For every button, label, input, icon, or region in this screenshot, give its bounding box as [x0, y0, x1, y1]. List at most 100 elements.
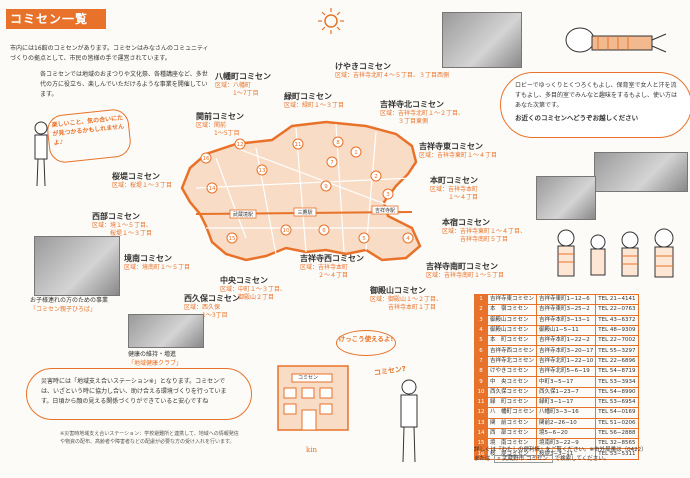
- map-number-16: 16: [203, 156, 210, 162]
- search-term: 武蔵野市 コミセン: [502, 456, 548, 462]
- center-label-seibu: 西部コミセン 区域：境１〜５丁目、 桜堤１〜３丁目: [92, 212, 153, 237]
- directory-addr: 御殿山1−5−11: [536, 324, 597, 337]
- directory-name: けやきコミセン: [486, 366, 538, 378]
- directory-addr: 関前2−26−10: [536, 417, 597, 429]
- directory-name: 緑 町コミセン: [486, 396, 538, 409]
- map-number-12: 12: [237, 142, 244, 148]
- disaster-note: ※災害時地域支え合いステーション：学校避難所と連携して、地域への情報発信や物資の…: [60, 431, 239, 445]
- directory-tel: TEL 56−2888: [595, 427, 639, 440]
- center-label-hachimancho: 八幡町コミセン 区域：八幡町 1〜7丁目: [215, 72, 271, 97]
- station-musashisakai: 武蔵境駅: [233, 211, 253, 218]
- map-number-2: 2: [374, 174, 378, 180]
- center-label-kichijoji-kita: 吉祥寺北コミセン 区域：吉祥寺北町１〜２丁目、 ３丁目東側: [380, 100, 465, 125]
- directory-tel: TEL 48−9309: [595, 324, 639, 337]
- directory-name: 八 幡町コミセン: [486, 407, 538, 419]
- person-illustration-left: [34, 121, 48, 187]
- right-callout-emphasis: お近くのコミセンへどうぞお越しください: [515, 114, 639, 122]
- directory-n: 3: [474, 314, 488, 326]
- directory-addr: 吉祥寺本町3−20−17: [536, 345, 597, 357]
- center-label-keyaki: けやきコミセン 区域：吉祥寺北町４〜５丁目、３丁目西側: [335, 62, 450, 79]
- directory-tel: TEL 22−7002: [595, 335, 639, 347]
- center-label-sekimae: 関前コミセン 区域：関前 1〜5丁目: [196, 112, 244, 137]
- directory-tel: TEL 22−6896: [595, 355, 639, 368]
- map-number-7: 7: [330, 160, 334, 166]
- directory-name: 御殿山コミセン: [486, 324, 538, 337]
- directory-n: 11: [474, 396, 488, 409]
- map-number-1: 1: [354, 150, 358, 156]
- intro-text: 市内には16館のコミセンがあります。コミセンはみなさんのコミュニティづくりの拠点…: [10, 44, 210, 100]
- directory-name: 中 央コミセン: [486, 376, 538, 388]
- caption-health: 健康の維持・増進: [128, 351, 177, 358]
- directory-addr: 中町3−5−17: [536, 376, 597, 388]
- directory-n: 1: [474, 293, 488, 306]
- directory-addr: 吉祥寺東町1−12−6: [536, 293, 597, 306]
- center-label-honcho: 本町コミセン 区域：吉祥寺本町 １〜４丁目: [430, 176, 479, 201]
- directory-addr: 境5−6−20: [536, 427, 597, 440]
- directory-addr: 吉祥寺本町1−22−2: [536, 335, 597, 347]
- search-box[interactable]: ⌕ 武蔵野市 コミセン: [494, 455, 553, 463]
- page-title: コミセン一覧: [6, 9, 106, 29]
- directory-n: 8: [474, 366, 488, 378]
- center-label-kichijoji-higashi: 吉祥寺東コミセン 区域：吉祥寺東町１〜４丁目: [419, 142, 498, 159]
- sun-icon: [318, 8, 344, 34]
- directory-addr: 緑町3−1−17: [536, 396, 597, 409]
- directory-tel: TEL 53−3934: [595, 376, 639, 388]
- directory-n: 9: [474, 376, 488, 388]
- directory-n: 12: [474, 407, 488, 419]
- left-speech-bubble: 楽しいこと、気の合いにたが見つかるかもしれませんよ♪: [45, 107, 133, 165]
- directory-tel: TEL 54−0169: [595, 407, 639, 419]
- search-icon: ⌕: [497, 456, 501, 462]
- photo-meeting: [536, 176, 596, 220]
- right-callout-text: ロビーでゆっくりとくつろくもよし、保育室で女人と汗を流すもよし、多目的室でみんな…: [515, 82, 678, 109]
- disaster-box: 災害時には「地域支え合いステーション※」となります。コミセンでは、いざという時に…: [26, 368, 252, 420]
- directory-name: 本 町コミセン: [486, 335, 538, 347]
- directory-n: 4: [474, 324, 488, 337]
- question-text: コミセン?: [373, 364, 407, 378]
- map-number-11: 11: [295, 142, 302, 148]
- station-kichijoji: 吉祥寺駅: [375, 207, 395, 214]
- photo-building: [442, 12, 522, 68]
- speech-bubble-useful: けっこう使えるよ!: [336, 330, 396, 356]
- directory-addr: 八幡町3−3−16: [536, 407, 597, 419]
- directory-n: 6: [474, 345, 488, 357]
- directory-name: 西久保コミセン: [486, 386, 538, 398]
- directory-n: 13: [474, 417, 488, 429]
- directory-tel: TEL 22−0763: [595, 304, 639, 316]
- caption-parent: お子様連れの方のための事業: [30, 297, 109, 304]
- directory-tel: TEL 53−5311: [595, 448, 639, 460]
- map-number-5: 5: [362, 236, 366, 242]
- intro-paragraph-2: 各コミセンでは地域のおまつりや文化祭、各種講座など、多世代の方に役立ち、楽しんで…: [40, 71, 208, 98]
- artist-signature: kin: [306, 446, 317, 454]
- directory-n: 2: [474, 304, 488, 316]
- photo-health-club: [128, 314, 204, 348]
- caption-parent-name: 「コミセン親子ひろば」: [30, 306, 97, 313]
- right-callout: ロビーでゆっくりとくつろくもよし、保育室で女人と汗を流すもよし、多目的室でみんな…: [500, 72, 690, 138]
- center-label-honjuku: 本宿コミセン 区域：吉祥寺東町１〜４丁目、 吉祥寺南町５丁目: [442, 218, 527, 243]
- footer-line1: 詳しくは『わたしの便利帳』をご覧ください。※市外局番は（0422）: [474, 447, 647, 453]
- directory-addr: 吉祥寺東町3−25−2: [536, 304, 597, 316]
- center-label-chuo: 中央コミセン 区域：中町１〜３丁目、 御殿山２丁目: [220, 276, 287, 301]
- directory-name: 本 宿コミセン: [486, 304, 538, 316]
- map-number-8: 8: [336, 140, 340, 146]
- map-number-14: 14: [209, 186, 216, 192]
- center-label-sakurazutsumi: 桜堤コミセン 区域：桜堤１〜３丁目: [112, 172, 173, 189]
- center-label-kyonan: 境南コミセン 区域：境南町１〜５丁目: [124, 254, 191, 271]
- directory-tel: TEL 21−4141: [595, 293, 639, 306]
- photo-exercise: [594, 152, 688, 192]
- map-number-15: 15: [229, 236, 236, 242]
- directory-name: 西 部コミセン: [486, 427, 538, 440]
